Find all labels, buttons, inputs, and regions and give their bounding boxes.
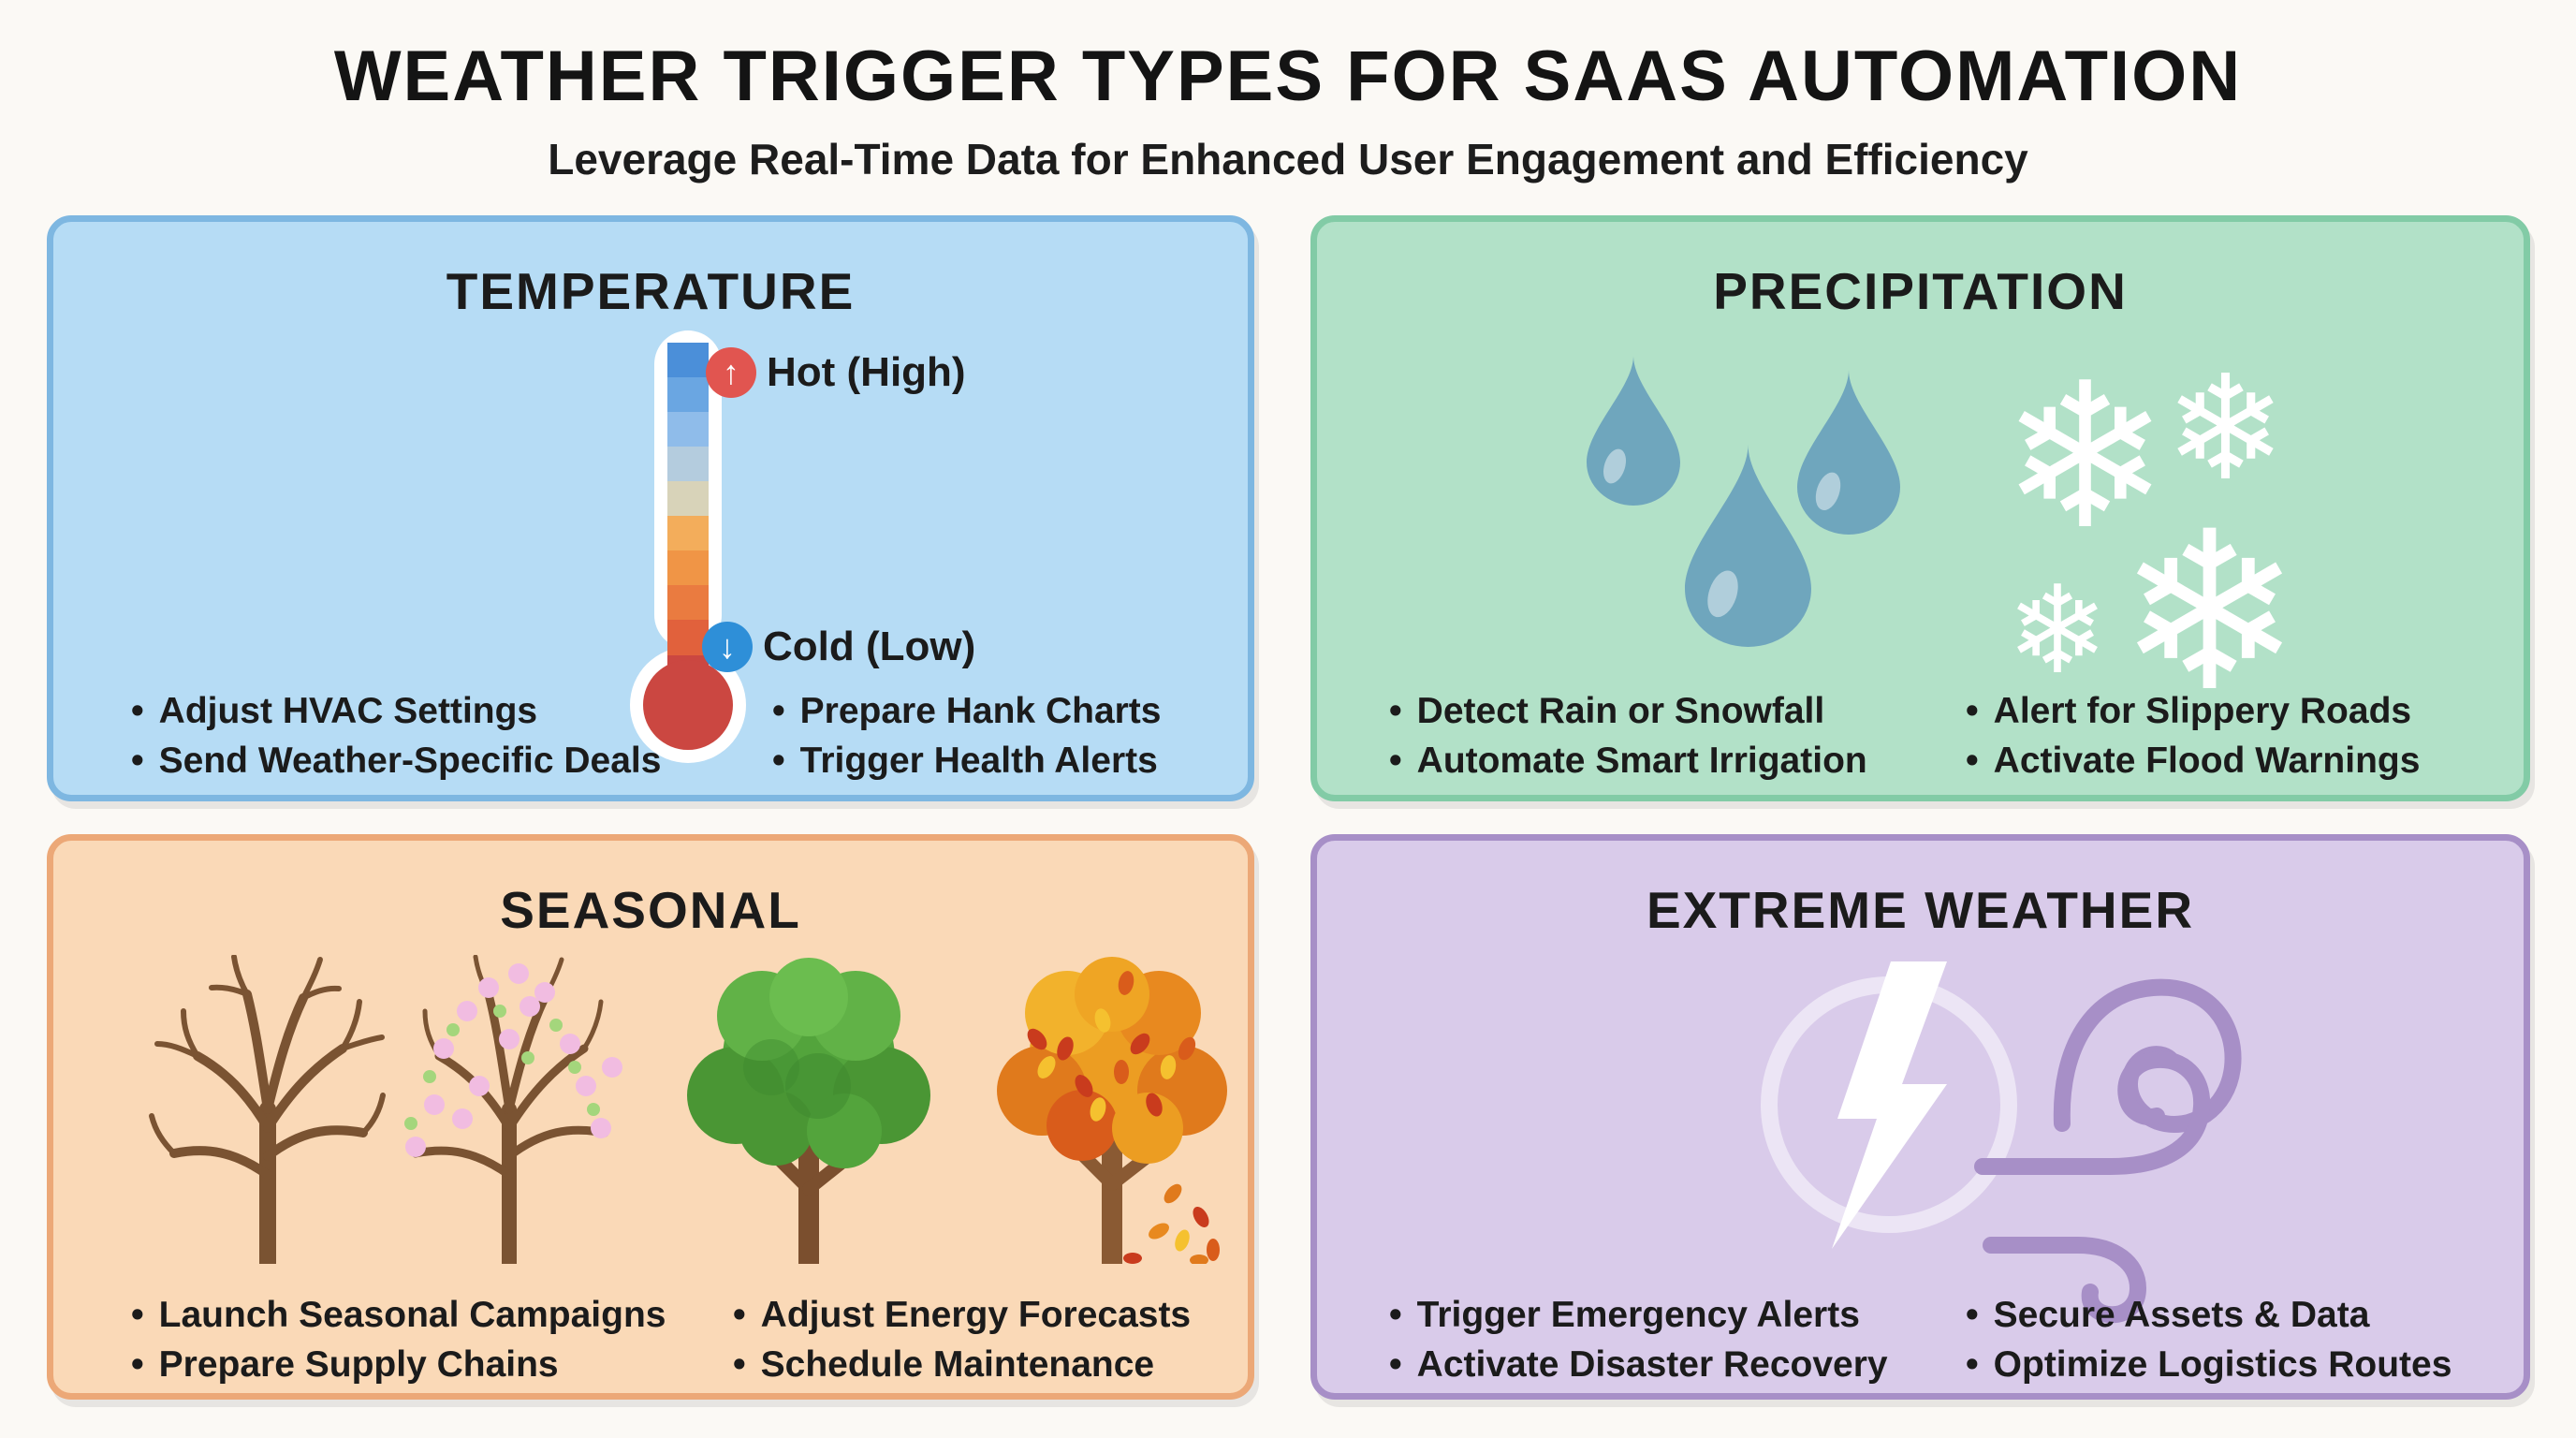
list-item: • Trigger Health Alerts bbox=[772, 736, 1162, 785]
bullet-text: Schedule Maintenance bbox=[760, 1344, 1155, 1385]
raindrop bbox=[1587, 356, 1680, 506]
raindrops-icon bbox=[1587, 356, 1900, 647]
seasonal-bullets-right: • Adjust Energy Forecasts • Schedule Maint… bbox=[733, 1290, 1191, 1389]
bullet-dot: • bbox=[1389, 1295, 1402, 1335]
precipitation-bullets-left: • Detect Rain or Snowfall • Automate Smart… bbox=[1389, 686, 1867, 785]
hot-label: Hot (High) bbox=[767, 349, 966, 395]
temperature-bullets-right: • Prepare Hank Charts • Trigger Health Ale… bbox=[772, 686, 1162, 785]
list-item: • Activate Flood Warnings bbox=[1966, 736, 2420, 785]
cold-arrow-icon: ↓ bbox=[702, 622, 753, 672]
precipitation-card: PRECIPITATION ❄ ❄ ❄ ❄ • Detect Rain or Sn… bbox=[1310, 215, 2530, 801]
bullet-text: Trigger Emergency Alerts bbox=[1416, 1295, 1860, 1335]
bullet-text: Launch Seasonal Campaigns bbox=[158, 1295, 666, 1335]
list-item: • Prepare Hank Charts bbox=[772, 686, 1162, 736]
raindrop bbox=[1685, 445, 1811, 647]
list-item: • Adjust Energy Forecasts bbox=[733, 1290, 1191, 1340]
lightning-bolt-icon bbox=[1832, 961, 1947, 1249]
extreme-weather-card: EXTREME WEATHER • Trigger Emergency Alert… bbox=[1310, 834, 2530, 1400]
seasonal-bullets-left: • Launch Seasonal Campaigns • Prepare Supp… bbox=[131, 1290, 666, 1389]
cold-label: Cold (Low) bbox=[763, 624, 976, 669]
precipitation-card-title: PRECIPITATION bbox=[1713, 262, 2128, 320]
page-title: WEATHER TRIGGER TYPES FOR SAAS AUTOMATIO… bbox=[333, 37, 2243, 116]
list-item: • Trigger Emergency Alerts bbox=[1389, 1290, 1888, 1340]
seasonal-card: SEASONAL bbox=[47, 834, 1254, 1400]
list-item: • Prepare Supply Chains bbox=[131, 1340, 666, 1389]
list-item: • Schedule Maintenance bbox=[733, 1340, 1191, 1389]
falling-leaves bbox=[1123, 1183, 1220, 1264]
bullet-text: Adjust HVAC Settings bbox=[158, 691, 538, 731]
bullet-dot: • bbox=[1966, 1344, 1979, 1385]
arrow-up-glyph: ↑ bbox=[723, 353, 739, 391]
bullet-dot: • bbox=[772, 741, 785, 781]
autumn-tree-icon bbox=[997, 957, 1227, 1264]
bullet-dot: • bbox=[1389, 691, 1402, 731]
seasonal-card-title: SEASONAL bbox=[500, 881, 801, 939]
winter-tree-icon bbox=[149, 955, 386, 1264]
bullet-text: Prepare Supply Chains bbox=[158, 1344, 559, 1385]
bullet-text: Send Weather-Specific Deals bbox=[158, 741, 662, 781]
bullet-text: Automate Smart Irrigation bbox=[1416, 741, 1867, 781]
bullet-text: Trigger Health Alerts bbox=[799, 741, 1158, 781]
summer-tree-icon bbox=[687, 958, 930, 1264]
snowflake-icon: ❄ bbox=[2117, 489, 2302, 735]
bullet-dot: • bbox=[131, 691, 144, 731]
extreme-bullets-left: • Trigger Emergency Alerts • Activate Disa… bbox=[1389, 1290, 1888, 1389]
hot-arrow-icon: ↑ bbox=[706, 347, 756, 398]
spring-tree-icon bbox=[404, 955, 622, 1264]
list-item: • Launch Seasonal Campaigns bbox=[131, 1290, 666, 1340]
list-item: • Secure Assets & Data bbox=[1966, 1290, 2452, 1340]
bullet-dot: • bbox=[733, 1295, 746, 1335]
list-item: • Alert for Slippery Roads bbox=[1966, 686, 2420, 736]
snowflake-icon: ❄ bbox=[2006, 562, 2109, 698]
list-item: • Send Weather-Specific Deals bbox=[131, 736, 661, 785]
temperature-card-title: TEMPERATURE bbox=[446, 262, 856, 320]
bullet-dot: • bbox=[1966, 1295, 1979, 1335]
bullet-text: Activate Flood Warnings bbox=[1993, 741, 2421, 781]
bullet-text: Activate Disaster Recovery bbox=[1416, 1344, 1888, 1385]
temperature-bullets-left: • Adjust HVAC Settings • Send Weather-Spec… bbox=[131, 686, 661, 785]
bullet-text: Alert for Slippery Roads bbox=[1993, 691, 2412, 731]
extreme-weather-card-title: EXTREME WEATHER bbox=[1646, 881, 2195, 939]
snowflake-icon: ❄ bbox=[2000, 344, 2170, 569]
bullet-dot: • bbox=[131, 1344, 144, 1385]
autumn-leaves bbox=[1027, 971, 1196, 1122]
bullet-dot: • bbox=[1389, 741, 1402, 781]
extreme-bullets-right: • Secure Assets & Data • Optimize Logistic… bbox=[1966, 1290, 2452, 1389]
temperature-card: TEMPERATURE ↑ Hot (High) ↓ Cold (Low) • A… bbox=[47, 215, 1254, 801]
bullet-text: Prepare Hank Charts bbox=[799, 691, 1162, 731]
raindrop bbox=[1797, 370, 1900, 535]
bullet-text: Detect Rain or Snowfall bbox=[1416, 691, 1825, 731]
bullet-dot: • bbox=[1966, 691, 1979, 731]
bullet-text: Optimize Logistics Routes bbox=[1993, 1344, 2452, 1385]
bullet-dot: • bbox=[131, 1295, 144, 1335]
list-item: • Detect Rain or Snowfall bbox=[1389, 686, 1867, 736]
wind-swirls-icon bbox=[1974, 978, 2242, 1324]
list-item: • Optimize Logistics Routes bbox=[1966, 1340, 2452, 1389]
bullet-text: Secure Assets & Data bbox=[1993, 1295, 2370, 1335]
precipitation-bullets-right: • Alert for Slippery Roads • Activate Floo… bbox=[1966, 686, 2420, 785]
snowflake-icon: ❄ bbox=[2164, 347, 2287, 509]
list-item: • Automate Smart Irrigation bbox=[1389, 736, 1867, 785]
list-item: • Adjust HVAC Settings bbox=[131, 686, 661, 736]
bullet-dot: • bbox=[733, 1344, 746, 1385]
thermometer-icon bbox=[630, 330, 746, 763]
bullet-dot: • bbox=[1389, 1344, 1402, 1385]
bullet-dot: • bbox=[131, 741, 144, 781]
arrow-down-glyph: ↓ bbox=[719, 627, 736, 666]
list-item: • Activate Disaster Recovery bbox=[1389, 1340, 1888, 1389]
storm-wind-icon bbox=[1761, 961, 2242, 1324]
page-subtitle: Leverage Real-Time Data for Enhanced Use… bbox=[548, 135, 2028, 183]
bullet-text: Adjust Energy Forecasts bbox=[760, 1295, 1192, 1335]
bullet-dot: • bbox=[1966, 741, 1979, 781]
bullet-dot: • bbox=[772, 691, 785, 731]
